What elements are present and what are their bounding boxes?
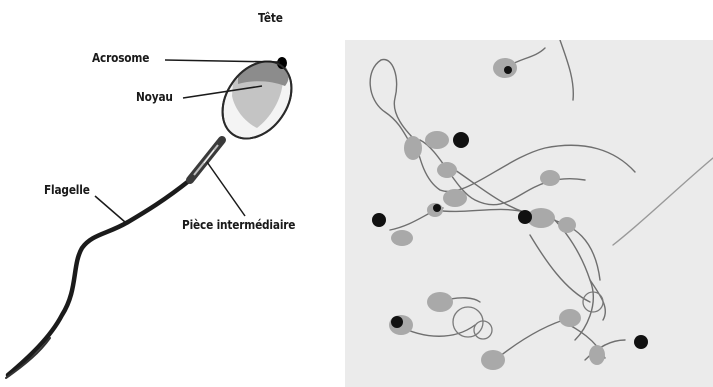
sperm-cell-head	[404, 136, 422, 160]
sperm-cell-head	[540, 170, 560, 186]
dark-spot	[453, 132, 469, 148]
acrosome-label: Acrosome	[92, 51, 149, 65]
head-label: Tête	[258, 11, 283, 25]
sperm-micrograph	[345, 40, 713, 387]
sperm-cell-head	[559, 309, 581, 327]
sperm-cell-head	[427, 292, 453, 312]
dark-spot	[634, 335, 648, 349]
sperm-cell-head	[481, 350, 505, 370]
sperm-cell-head	[443, 189, 467, 207]
midpiece-label: Pièce intermédiaire	[182, 218, 295, 232]
sperm-cell-head	[391, 230, 413, 246]
midpiece-leader	[207, 162, 245, 216]
sperm-cell-head	[589, 345, 605, 365]
acrosome-leader	[165, 60, 280, 62]
sperm-cell-head	[558, 217, 576, 233]
sperm-cell-head	[437, 162, 457, 178]
flagellum-label: Flagelle	[44, 183, 90, 197]
flagellum-shape	[8, 180, 190, 375]
nucleus-label: Noyau	[136, 90, 173, 104]
dark-spot	[433, 204, 441, 212]
flagellum-leader	[95, 196, 125, 222]
dark-spot	[391, 316, 403, 328]
dark-spot	[372, 213, 386, 227]
sperm-cell-head	[425, 131, 449, 149]
dark-spot	[518, 210, 532, 224]
dark-spot	[504, 66, 512, 74]
